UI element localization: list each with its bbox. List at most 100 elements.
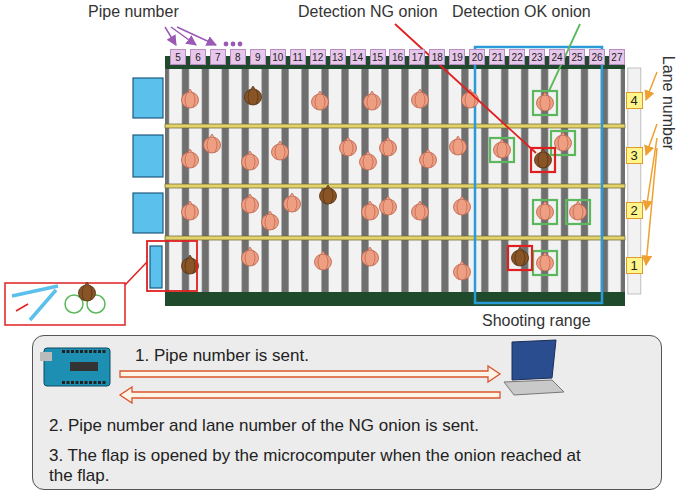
number-text: 10 — [272, 52, 283, 63]
onion-stripe — [245, 155, 247, 169]
onion-bulb — [182, 92, 199, 108]
onion-bulb — [340, 140, 357, 156]
onion — [315, 251, 332, 270]
lane-number-box: 1 — [626, 257, 643, 274]
onion-stripe — [245, 198, 247, 212]
pipe-roller — [209, 68, 222, 294]
onion-stripe — [523, 251, 525, 265]
laptop-screen — [512, 340, 556, 380]
pipe-roller — [608, 68, 621, 294]
pin — [94, 350, 97, 353]
onion-stripe — [515, 251, 517, 265]
onion-stripe — [383, 141, 385, 155]
onion-stripe — [82, 286, 84, 300]
onion-stripe — [373, 251, 375, 265]
onion-tip — [188, 255, 192, 258]
onion-stripe — [265, 215, 267, 229]
pipe-roller — [229, 68, 242, 294]
onion-stripe — [461, 140, 463, 154]
onion-bulb — [535, 152, 552, 168]
pipe-roller — [289, 68, 302, 294]
onion-bulb — [272, 144, 289, 160]
onion-stripe — [318, 255, 320, 269]
onion-bulb — [360, 154, 377, 170]
pin — [71, 350, 74, 353]
onion-tip — [518, 247, 522, 250]
onion-tip — [290, 193, 294, 196]
lane-leader — [646, 72, 657, 100]
onion-stripe — [546, 153, 548, 167]
number-text: 9 — [255, 52, 261, 63]
pipe-roller — [488, 68, 501, 294]
number-text: 1 — [630, 258, 637, 273]
ok-mark — [533, 200, 557, 224]
onion-tip — [456, 136, 460, 139]
onion-bulb — [570, 204, 587, 220]
ng-onion — [535, 149, 552, 168]
onion-bulb — [242, 154, 259, 170]
onion-stripe — [558, 136, 560, 150]
onion-stripe — [215, 138, 217, 152]
onion-tip — [248, 194, 252, 197]
onion-stripe — [193, 259, 195, 273]
onion-stripe — [465, 265, 467, 279]
number-text: 16 — [392, 52, 403, 63]
pipe-number-box: 25 — [569, 49, 585, 65]
pin — [103, 381, 106, 384]
pipe-roller — [388, 68, 401, 294]
onion-tip — [188, 201, 192, 204]
onion-bulb — [412, 92, 429, 108]
onion-stripe — [548, 256, 550, 270]
onion-bulb — [262, 214, 279, 230]
onion-stripe — [540, 96, 542, 110]
onion-tip — [321, 251, 325, 254]
onion-tip — [188, 149, 192, 152]
onion — [537, 201, 554, 220]
onion-stripe — [193, 153, 195, 167]
panel-ground — [32, 335, 662, 490]
onion-bulb — [462, 92, 479, 108]
pipe-roller — [349, 68, 362, 294]
ng-onion — [512, 247, 529, 266]
onion-tip — [248, 151, 252, 154]
onion-bulb — [555, 135, 572, 151]
flap-highlight — [147, 241, 197, 291]
onion-bulb — [362, 250, 379, 266]
step-text: 3. The flap is opened by the microcomput… — [49, 446, 609, 486]
inset-leader — [125, 262, 147, 285]
pin — [103, 350, 106, 353]
onion-bulb — [182, 152, 199, 168]
number-text: 5 — [175, 52, 181, 63]
onion-tip — [278, 141, 282, 144]
pipe-number-box: 23 — [529, 49, 545, 65]
pipe-number-box: 13 — [330, 49, 346, 65]
onion — [242, 194, 259, 213]
conveyor-ground — [165, 68, 625, 294]
onion-stripe — [373, 205, 375, 219]
number-text: 18 — [432, 52, 443, 63]
pipe-number-box: 20 — [469, 49, 485, 65]
onion-stripe — [185, 259, 187, 273]
onion — [284, 193, 301, 212]
onion — [182, 149, 199, 168]
onion — [420, 149, 437, 168]
pin — [62, 350, 65, 353]
onion-stripe — [207, 138, 209, 152]
number-text: 22 — [512, 52, 523, 63]
onion-stripe — [505, 143, 507, 157]
pin — [76, 350, 79, 353]
laptop-base — [504, 380, 564, 395]
onion-stripe — [415, 93, 417, 107]
onion-stripe — [391, 200, 393, 214]
flap-box — [133, 135, 163, 177]
pin — [67, 350, 70, 353]
pin — [94, 381, 97, 384]
onion-stripe — [283, 145, 285, 159]
pin — [85, 381, 88, 384]
onion — [380, 137, 397, 156]
callout-label: Detection NG onion — [298, 3, 438, 21]
onion — [364, 91, 381, 110]
onion-tip — [366, 151, 370, 154]
onion-tip — [370, 91, 374, 94]
onion-stripe — [185, 153, 187, 167]
